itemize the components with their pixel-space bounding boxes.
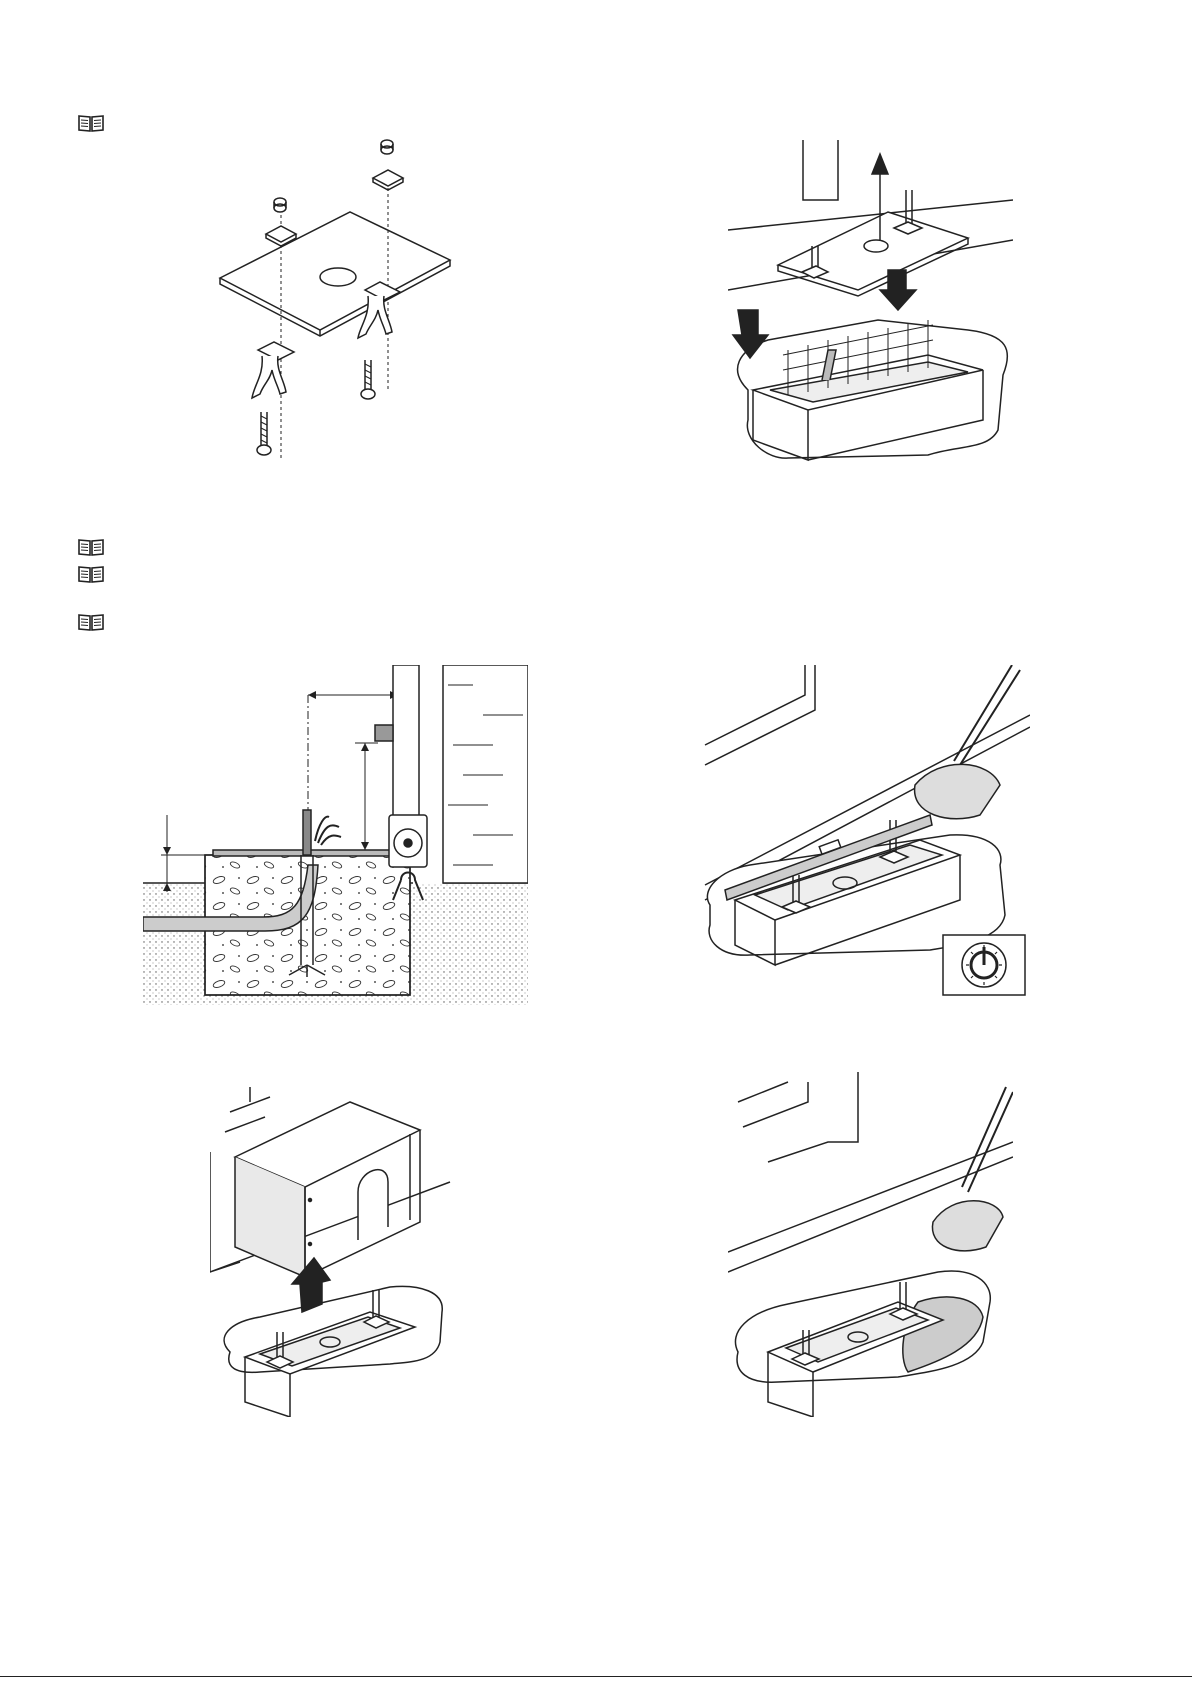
concrete-fill-around-base <box>728 1072 1013 1417</box>
formwork-box-removal <box>210 1072 455 1417</box>
clock-timer-icon <box>943 935 1025 995</box>
mounting-plate-exploded-view <box>200 130 470 495</box>
manual-book-icon <box>78 114 104 132</box>
page-bottom-rule <box>0 1676 1192 1677</box>
manual-book-icon <box>78 613 104 631</box>
plate-insertion-into-cage <box>728 140 1013 485</box>
foundation-cross-section <box>143 665 528 1005</box>
manual-book-icon <box>78 565 104 583</box>
manual-book-icon <box>78 538 104 556</box>
